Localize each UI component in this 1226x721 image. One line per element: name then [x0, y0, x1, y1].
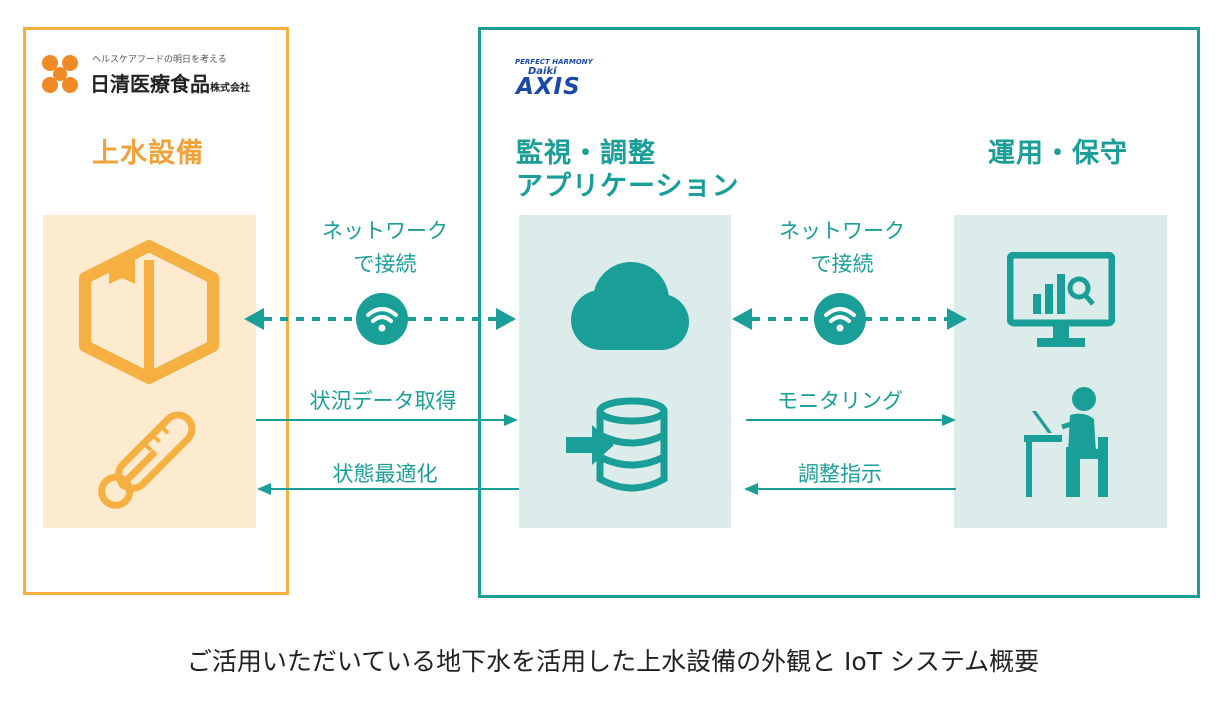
water-equipment-heading: 上水設備: [92, 138, 204, 169]
monitoring-label: モニタリング: [777, 389, 903, 413]
monitor-chart-icon: [1007, 252, 1115, 352]
right-wifi-icon: [814, 293, 866, 345]
left-network-label-line2: で接続: [353, 252, 417, 276]
cloud-icon: [563, 260, 689, 356]
adjust-arrow: [744, 481, 956, 497]
status-data-arrow: [256, 412, 518, 428]
nisshin-logo: [38, 52, 86, 96]
thermometer-icon: [92, 407, 196, 519]
left-network-label-line1: ネットワーク: [322, 219, 448, 243]
nisshin-logo-mark-icon: [42, 55, 78, 93]
monitor-heading-line2: アプリケーション: [516, 171, 740, 202]
axis-brand-top: Daiki: [528, 66, 557, 77]
ops-heading: 運用・保守: [988, 138, 1128, 169]
status-data-label: 状況データ取得: [309, 389, 457, 413]
nisshin-tagline: ヘルスケアフードの明日を考える: [92, 55, 227, 65]
optimize-arrow: [257, 481, 519, 497]
left-wifi-icon: [356, 293, 408, 345]
right-network-label-line1: ネットワーク: [779, 219, 905, 243]
monitor-heading-line1: 監視・調整: [516, 138, 656, 169]
water-equipment-frame: [23, 27, 289, 595]
axis-system-frame: [478, 27, 1200, 598]
person-at-desk-icon: [1022, 387, 1114, 499]
diagram-caption: ご活用いただいている地下水を活用した上水設備の外観と IoT システム概要: [186, 647, 1040, 676]
axis-brand-main: AXIS: [516, 74, 581, 100]
ops-panel: [954, 215, 1167, 528]
adjust-label: 調整指示: [798, 462, 882, 486]
right-network-label-line2: で接続: [810, 252, 874, 276]
monitoring-arrow: [746, 412, 956, 428]
database-import-icon: [562, 397, 672, 497]
nisshin-name: 日清医療食品: [90, 72, 210, 96]
optimize-label: 状態最適化: [332, 462, 438, 486]
box-icon: [78, 240, 220, 384]
axis-tagline: PERFECT HARMONY: [515, 58, 593, 66]
nisshin-suffix: 株式会社: [210, 83, 250, 94]
